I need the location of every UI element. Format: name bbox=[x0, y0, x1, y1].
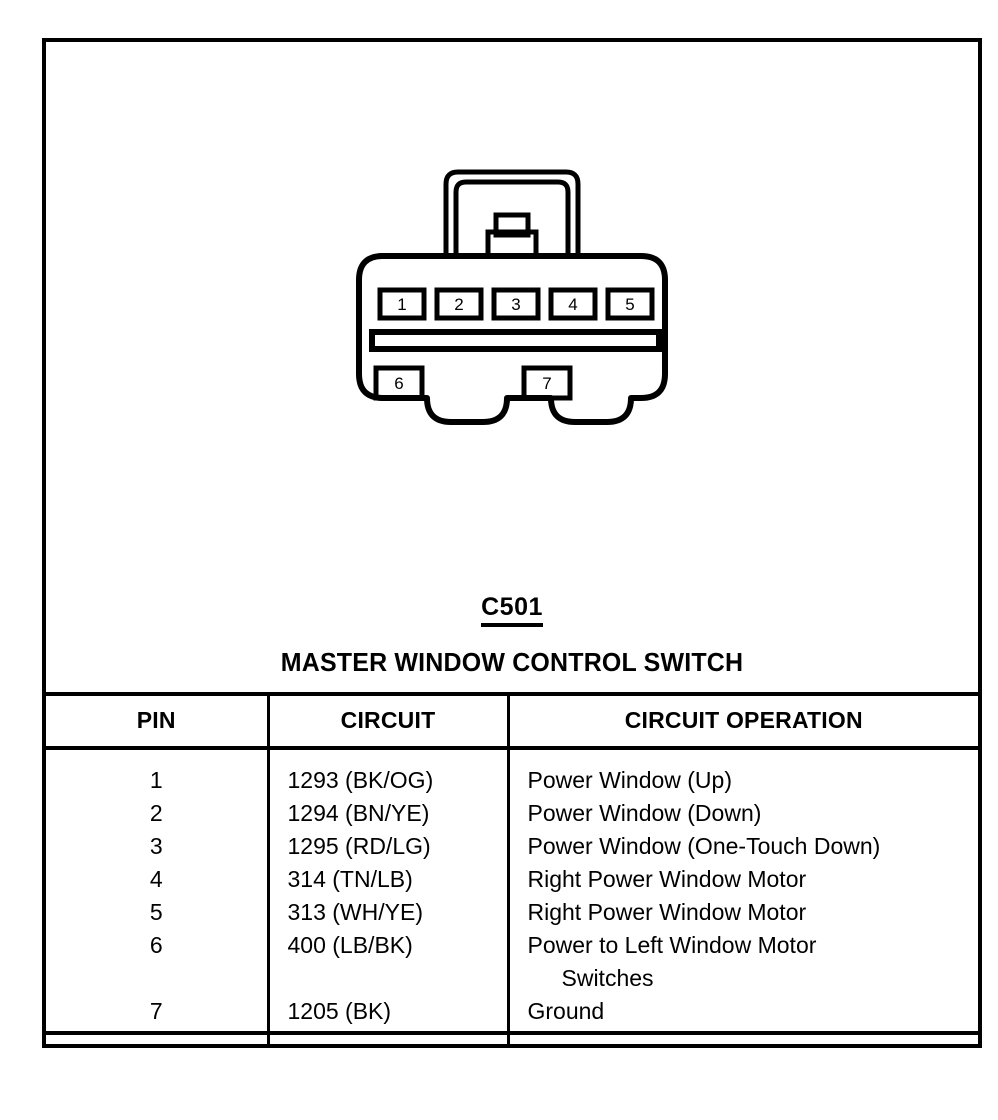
pin-value-7: 7 bbox=[149, 998, 163, 1024]
connector-illustration: 1 2 3 4 5 6 7 bbox=[46, 42, 978, 597]
pin-value-1: 1 bbox=[149, 767, 163, 793]
operation-value-3: Power Window (One-Touch Down) bbox=[527, 833, 881, 859]
column-header-circuit: CIRCUIT bbox=[266, 696, 508, 750]
pin-cavity-6 bbox=[373, 365, 425, 401]
latch-tab-upper bbox=[493, 212, 531, 238]
device-title: MASTER WINDOW CONTROL SWITCH bbox=[280, 647, 744, 678]
latch-outer-arch bbox=[443, 169, 581, 258]
operation-value-5: Right Power Window Motor bbox=[527, 899, 807, 925]
latch-inner-arch bbox=[453, 179, 571, 258]
operation-value-1: Power Window (Up) bbox=[527, 767, 733, 793]
circuit-value-1: 1293 (BK/OG) bbox=[287, 767, 434, 793]
connector-drawing: 1 2 3 4 5 6 7 bbox=[356, 169, 668, 425]
column-header-pin: PIN bbox=[46, 696, 268, 750]
circuit-value-6: 400 (LB/BK) bbox=[287, 932, 413, 958]
pin-cavity-7 bbox=[521, 365, 573, 401]
pin-value-3: 3 bbox=[149, 833, 163, 859]
column-header-circuit-operation: CIRCUIT OPERATION bbox=[506, 696, 978, 750]
operation-value-2: Power Window (Down) bbox=[527, 800, 762, 826]
pin-cavity-5-label: 5 bbox=[625, 295, 634, 314]
pin-value-4: 4 bbox=[149, 866, 163, 892]
table-header-row: PIN CIRCUIT CIRCUIT OPERATION bbox=[46, 696, 978, 750]
pin-cavity-2-label: 2 bbox=[454, 295, 463, 314]
operation-value-7: Ground bbox=[527, 998, 605, 1024]
connector-id-label: C501 bbox=[481, 594, 543, 628]
circuit-value-7: 1205 (BK) bbox=[287, 998, 392, 1024]
pin-cavity-1-label: 1 bbox=[397, 295, 406, 314]
pin-value-2: 2 bbox=[149, 800, 163, 826]
pin-value-6: 6 bbox=[149, 932, 163, 958]
pin-cavity-1 bbox=[377, 287, 427, 321]
circuit-value-3: 1295 (RD/LG) bbox=[287, 833, 431, 859]
pin-cavity-5 bbox=[605, 287, 655, 321]
circuit-value-5: 313 (WH/YE) bbox=[287, 899, 423, 925]
pin-cavity-2 bbox=[434, 287, 484, 321]
pin-column-cell: 1 2 3 4 5 6 7 bbox=[46, 748, 268, 1044]
table-body: 1 2 3 4 5 6 7 1293 (BK/OG) 129 bbox=[46, 748, 978, 1044]
pin-cavity-row-bottom: 6 7 bbox=[373, 365, 573, 401]
pin-cavity-3-label: 3 bbox=[511, 295, 520, 314]
circuit-operation-column-cell: Power Window (Up) Power Window (Down) Po… bbox=[506, 748, 978, 1044]
pin-cavity-3 bbox=[491, 287, 541, 321]
pin-cavity-7-label: 7 bbox=[542, 374, 551, 393]
pin-cavity-4 bbox=[548, 287, 598, 321]
connector-keying-slot bbox=[369, 329, 662, 352]
connector-caption: C501 MASTER WINDOW CONTROL SWITCH bbox=[46, 594, 978, 678]
operation-value-6-continuation: Switches bbox=[561, 965, 654, 991]
page-frame: 1 2 3 4 5 6 7 C501 MASTER bbox=[42, 38, 982, 1048]
circuit-column-cell: 1293 (BK/OG) 1294 (BN/YE) 1295 (RD/LG) 3… bbox=[266, 748, 508, 1044]
circuit-value-2: 1294 (BN/YE) bbox=[287, 800, 430, 826]
pin-cavity-6-label: 6 bbox=[394, 374, 403, 393]
operation-value-6: Power to Left Window Motor bbox=[527, 932, 817, 958]
pin-cavity-4-label: 4 bbox=[568, 295, 577, 314]
operation-value-4: Right Power Window Motor bbox=[527, 866, 807, 892]
circuit-value-4: 314 (TN/LB) bbox=[287, 866, 413, 892]
pin-cavity-row-top: 1 2 3 4 5 bbox=[377, 287, 655, 321]
pin-value-5: 5 bbox=[149, 899, 163, 925]
pin-assignment-table: PIN CIRCUIT CIRCUIT OPERATION 1 2 3 4 5 … bbox=[42, 692, 982, 1048]
